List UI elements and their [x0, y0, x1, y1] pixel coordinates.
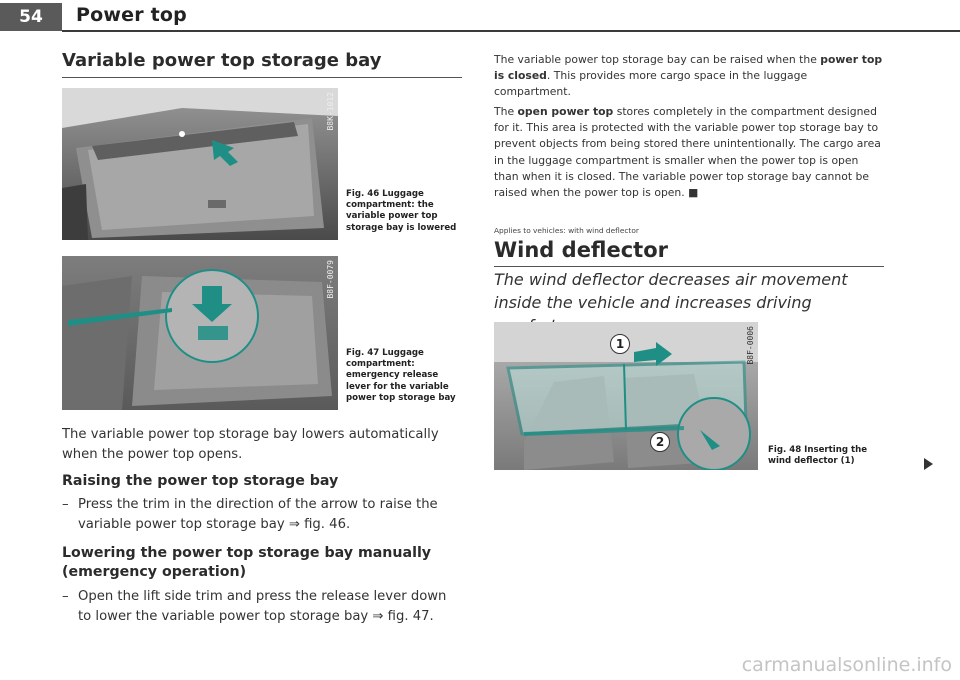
watermark: carmanualsonline.info	[741, 654, 952, 676]
page-header: 54 Power top	[0, 0, 960, 34]
figure-47-code: B8F-0079	[326, 260, 335, 299]
callout-2-badge: 2	[650, 432, 670, 452]
page-number: 54	[0, 3, 62, 31]
para1-pre: The variable power top storage bay can b…	[494, 53, 821, 66]
callout-1-badge: 1	[610, 334, 630, 354]
figure-48-code: B8F-0006	[746, 326, 755, 365]
storage-bay-intro: The variable power top storage bay lower…	[62, 427, 439, 462]
para2-post: stores completely in the compartment des…	[494, 105, 881, 199]
raising-step: – Press the trim in the direction of the…	[62, 495, 462, 535]
para2-pre: The	[494, 105, 518, 118]
heading-rule-right	[494, 266, 884, 267]
figure-48-photo: 1 2 B8F-0006	[494, 322, 758, 470]
heading-wind-deflector: Wind deflector	[494, 238, 669, 262]
continue-arrow-icon	[924, 458, 933, 470]
lowering-dash: –	[62, 589, 69, 604]
applies-to-note: Applies to vehicles: with wind deflector	[494, 226, 639, 235]
para2-bold: open power top	[517, 105, 614, 118]
figure-47-photo: B8F-0079	[62, 256, 338, 410]
figure-46-photo: B8K-1012	[62, 88, 338, 240]
figure-46-caption: Fig. 46 Luggage compartment: the variabl…	[346, 189, 457, 233]
callout-1-label: 1	[615, 337, 625, 351]
lowering-step-text: Open the lift side trim and press the re…	[78, 589, 447, 624]
figure-46-illustration	[62, 88, 338, 240]
callout-2-label: 2	[655, 435, 665, 449]
header-rule	[62, 30, 960, 32]
storage-bay-closed-paragraph: The variable power top storage bay can b…	[494, 52, 884, 101]
storage-bay-open-paragraph: The open power top stores completely in …	[494, 104, 884, 201]
heading-rule-left	[62, 77, 462, 78]
heading-raising: Raising the power top storage bay	[62, 473, 339, 489]
heading-storage-bay: Variable power top storage bay	[62, 50, 382, 71]
figure-47-caption: Fig. 47 Luggage compartment: emergency r…	[346, 348, 456, 403]
heading-lowering: Lowering the power top storage bay manua…	[62, 545, 432, 581]
para1-bold: power top is closed	[494, 53, 883, 83]
figure-48-caption: Fig. 48 Inserting the wind deflector (1)	[768, 445, 868, 467]
section-title: Power top	[76, 4, 187, 26]
figure-47-illustration	[62, 256, 338, 410]
figure-46-code: B8K-1012	[326, 92, 335, 131]
raising-step-text: Press the trim in the direction of the a…	[78, 497, 438, 532]
raising-dash: –	[62, 497, 69, 512]
para1-post: . This provides more cargo space in the …	[494, 69, 808, 99]
lowering-step: – Open the lift side trim and press the …	[62, 587, 462, 627]
